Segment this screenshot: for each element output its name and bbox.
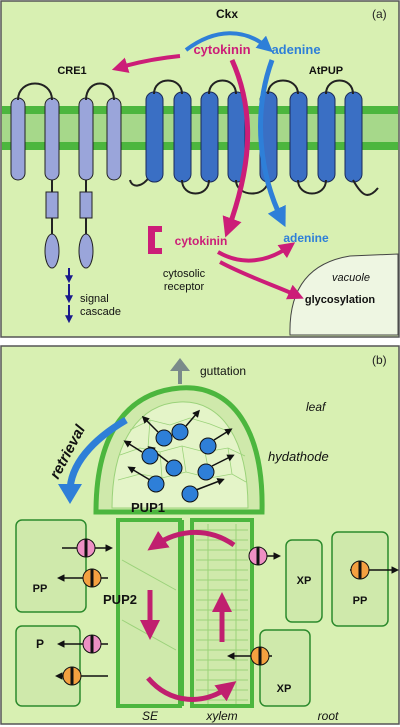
p-cell-left bbox=[15, 625, 81, 707]
xylem-label: xylem bbox=[205, 709, 237, 723]
membrane-outer-leaflet bbox=[2, 106, 398, 114]
atpup-transporter bbox=[129, 79, 379, 196]
cytokinin-uptake-arrow bbox=[222, 58, 251, 238]
se-label: SE bbox=[142, 709, 159, 723]
cytokinin-outside-label: cytokinin bbox=[193, 42, 250, 57]
pup2-label: PUP2 bbox=[103, 592, 137, 607]
root-label: root bbox=[318, 709, 339, 723]
cytosolic-receptor-shape bbox=[148, 226, 162, 254]
pup1-transporters bbox=[123, 409, 235, 503]
cytokinin-inside-label: cytokinin bbox=[175, 234, 228, 248]
cre1-receptor bbox=[10, 82, 122, 269]
xp-upper-label: XP bbox=[297, 575, 312, 587]
pup1-label: PUP1 bbox=[131, 500, 165, 515]
ckx-label: Ckx bbox=[216, 7, 238, 21]
xp-lower-label: XP bbox=[277, 683, 292, 695]
pp-left-label: PP bbox=[33, 583, 48, 595]
xp-cell-lower bbox=[259, 629, 311, 707]
retrieval-arrow bbox=[66, 416, 128, 493]
panel-b-tag: (b) bbox=[372, 353, 387, 367]
cre1-label: CRE1 bbox=[57, 65, 86, 77]
circulation-arrows bbox=[140, 529, 237, 702]
cytokinin-outward-arrow bbox=[111, 54, 181, 73]
cytokinin-degradation-arrow bbox=[184, 31, 273, 53]
cytokinin-to-glycosylation-arrow bbox=[219, 260, 304, 300]
substrate-transporters bbox=[55, 538, 399, 686]
vacuole bbox=[289, 253, 399, 336]
p-left-label: P bbox=[36, 637, 44, 651]
leaf-label: leaf bbox=[306, 400, 327, 414]
vacuole-label: vacuole bbox=[332, 272, 370, 284]
pp-right-label: PP bbox=[353, 595, 368, 607]
panel-a: (a) Ckx cytokinin adenine CRE1 AtPUP cyt… bbox=[0, 0, 400, 338]
cytokinin-to-adenine-arrow bbox=[216, 242, 296, 263]
hydathode-label: hydathode bbox=[268, 449, 329, 464]
cytosolic-label: cytosolic bbox=[163, 268, 206, 280]
hydathode-inner-tissue bbox=[111, 401, 249, 509]
plasma-membrane bbox=[2, 110, 398, 146]
xp-cell-upper bbox=[285, 539, 323, 623]
panel-a-tag: (a) bbox=[372, 7, 387, 21]
adenine-outside-label: adenine bbox=[271, 42, 320, 57]
pp-cell-left bbox=[15, 519, 87, 613]
adenine-inside-label: adenine bbox=[283, 231, 329, 245]
guttation-arrow-head bbox=[170, 358, 190, 371]
membrane-inner-leaflet bbox=[2, 142, 398, 150]
adenine-uptake-arrow bbox=[258, 59, 286, 228]
signal-label: signal bbox=[80, 293, 109, 305]
guttation-label: guttation bbox=[200, 364, 246, 378]
panel-b: (b) guttation leaf hydathode retrieval P… bbox=[0, 345, 400, 725]
retrieval-arrow-head bbox=[58, 484, 82, 504]
receptor-label: receptor bbox=[164, 281, 205, 293]
atpup-label: AtPUP bbox=[309, 65, 343, 77]
cascade-label: cascade bbox=[80, 306, 121, 318]
glycosylation-label: glycosylation bbox=[305, 294, 376, 306]
